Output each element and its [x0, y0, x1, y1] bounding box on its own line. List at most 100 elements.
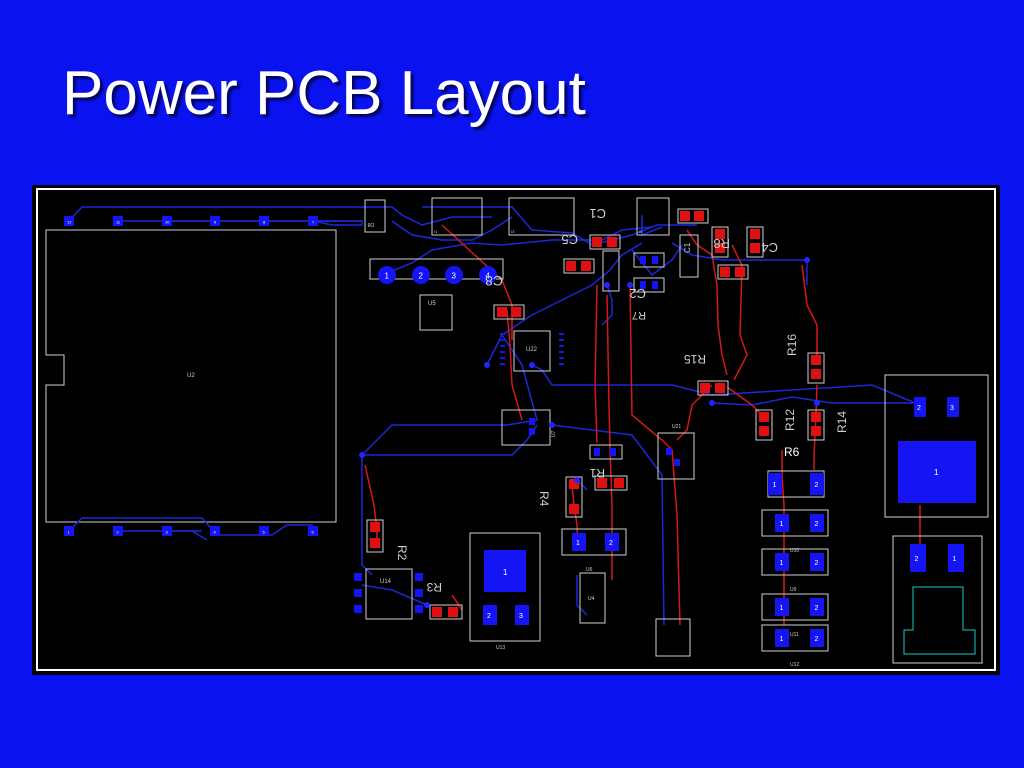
pin-number: 5	[263, 530, 266, 535]
blue-pad	[810, 629, 824, 647]
blue-pad	[674, 459, 680, 466]
header-bottom-pad	[64, 526, 74, 536]
dc-jack-body	[903, 586, 976, 655]
u7-outline	[501, 409, 551, 446]
header-top: 12 11 10 9 8 7	[64, 216, 318, 226]
power-connector-outline	[884, 374, 989, 518]
large-pad	[898, 441, 976, 503]
pin-number: 2	[815, 636, 819, 643]
via	[814, 400, 820, 406]
pin-number: 2	[815, 560, 819, 567]
power-connector: 2 3 1	[884, 374, 989, 518]
pin-number: 2	[815, 521, 819, 528]
connector-outline	[761, 624, 829, 652]
r14-outline	[807, 409, 825, 441]
i3-outline	[508, 197, 575, 236]
r16-label: R16	[785, 334, 799, 356]
smd-pad	[811, 412, 821, 422]
u14-label: U14	[380, 579, 392, 585]
u11-label: U11	[790, 632, 799, 638]
u9-label: U9	[790, 587, 797, 593]
u12-label: U12	[790, 662, 799, 668]
ic-pin	[500, 357, 505, 359]
smd-pad	[750, 243, 760, 253]
r6-label: R6	[784, 445, 800, 459]
blue-pad	[775, 598, 789, 616]
four-pin-outline	[369, 258, 504, 280]
i3-label: I3	[511, 229, 515, 234]
r16-outline	[807, 352, 825, 384]
ic-pin	[415, 589, 423, 597]
r12-label: R12	[783, 409, 797, 431]
dc-jack: 2 1	[892, 535, 983, 664]
c4-label: C4	[761, 240, 778, 255]
header-bottom-pad	[162, 526, 172, 536]
component-u22: U22	[500, 330, 564, 372]
header-bottom-pad	[210, 526, 220, 536]
ic-pin	[500, 339, 505, 341]
ic-pin	[500, 345, 505, 347]
round-pad	[445, 266, 463, 284]
via	[627, 282, 633, 288]
blue-pad	[810, 553, 824, 571]
header-top-pad	[308, 216, 318, 226]
pin-number: 3	[166, 530, 169, 535]
smd-outline	[563, 258, 595, 274]
r15-outline	[697, 380, 729, 396]
c1-label: C1	[589, 206, 606, 221]
ic-pin	[500, 363, 505, 365]
smd-pad	[759, 412, 769, 422]
via	[549, 422, 555, 428]
pin-number: 1	[780, 605, 784, 612]
u14-outline	[365, 568, 413, 620]
u22-outline	[513, 330, 551, 372]
smd-pad	[700, 383, 710, 393]
blue-pad	[810, 514, 824, 532]
r7-label: R7	[632, 309, 646, 321]
smd-outline	[633, 277, 665, 293]
pin-number: 2	[815, 482, 819, 489]
smd-pad	[432, 607, 442, 617]
smd-pad	[680, 211, 690, 221]
r8-label: R8	[713, 236, 730, 251]
blue-pad	[666, 448, 672, 455]
ic-pin	[559, 363, 564, 365]
ic-pin	[559, 339, 564, 341]
smd-pad	[370, 522, 380, 532]
r3-outline	[429, 604, 463, 620]
pin-number: 1	[780, 521, 784, 528]
smd-pad	[715, 229, 725, 239]
r1-label: R1	[589, 466, 605, 480]
blue-pad	[610, 448, 616, 456]
header-top-pad	[210, 216, 220, 226]
u10-label: U10	[790, 548, 799, 554]
pin-number: 1	[576, 540, 580, 547]
r12-outline	[755, 409, 773, 441]
smd-pad	[597, 478, 607, 488]
i1-label: I1	[434, 229, 438, 234]
blue-pad	[483, 605, 497, 625]
header-top-pad	[113, 216, 123, 226]
via	[574, 477, 580, 483]
u2-label: U2	[187, 373, 195, 379]
pin-number: 4	[486, 272, 491, 281]
dc-jack-outline	[892, 535, 983, 664]
r1-outline	[594, 475, 628, 491]
ic-pin	[559, 345, 564, 347]
r2-label: R2	[395, 545, 409, 561]
pin-number: 2	[815, 605, 819, 612]
blue-pad	[652, 281, 658, 289]
r1-top-outline	[589, 444, 623, 460]
via	[424, 602, 430, 608]
pin-number: 2	[419, 272, 424, 281]
pin-number: 1	[934, 468, 939, 477]
smd-pad	[811, 355, 821, 365]
header-top-pad	[64, 216, 74, 226]
blue-pad	[948, 544, 964, 572]
d8-outline	[364, 199, 386, 233]
pin-number: 9	[214, 220, 217, 225]
header-top-pad	[259, 216, 269, 226]
smd-pad	[511, 307, 521, 317]
pin-number: 1	[385, 272, 390, 281]
c3-area-label: C1	[683, 242, 692, 253]
